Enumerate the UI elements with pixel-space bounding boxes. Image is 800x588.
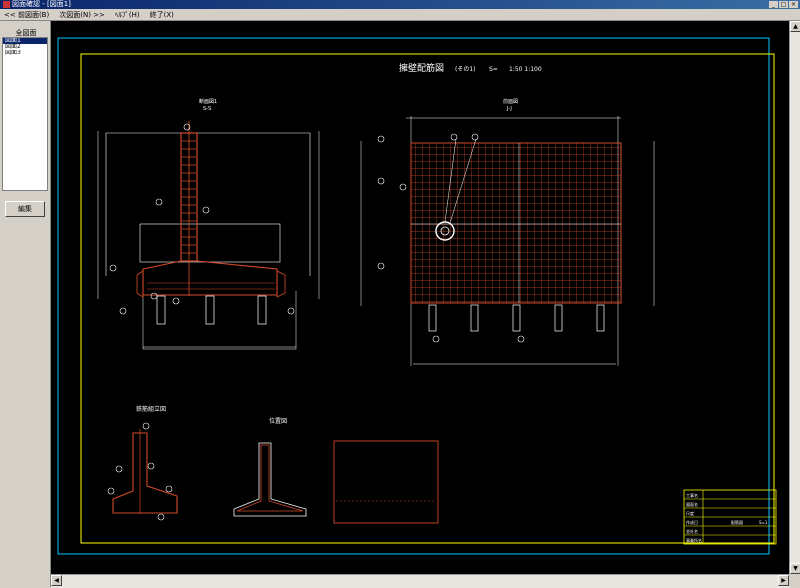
scroll-corner bbox=[789, 574, 800, 587]
tb-row: 会社名 bbox=[686, 528, 698, 534]
assembly-title: 鉄筋組立図 bbox=[136, 405, 166, 413]
list-item[interactable]: 図面1 bbox=[3, 38, 47, 44]
title-block: 工事名 図面名 尺度 作成日 会社名 事業所名 配筋図 S=1 bbox=[683, 489, 777, 545]
tb-row: 工事名 bbox=[686, 492, 698, 498]
section-view: 断面図1 S-S bbox=[97, 98, 320, 350]
list-item[interactable]: 図面2 bbox=[5, 44, 21, 50]
drawing-list[interactable]: 図面1 図面2 図面3 bbox=[2, 37, 48, 191]
menu-prev-drawing[interactable]: << 前図面(B) bbox=[4, 10, 50, 19]
drawing-list-panel: 全図面 図面1 図面2 図面3 編集 bbox=[0, 21, 51, 587]
title-bar: 図面確認 - [図面1] _ □ × bbox=[0, 0, 800, 9]
edit-button[interactable]: 編集 bbox=[5, 201, 45, 217]
tb-row: 事業所名 bbox=[686, 537, 702, 543]
assembly-view: 鉄筋組立図 bbox=[107, 405, 178, 521]
window-title: 図面確認 - [図面1] bbox=[12, 0, 71, 8]
section-label: 断面図1 bbox=[199, 98, 217, 105]
vertical-scrollbar[interactable]: ▲ ▼ bbox=[789, 21, 800, 574]
menu-next-drawing[interactable]: 次図面(N) >> bbox=[59, 10, 105, 19]
app-icon bbox=[3, 1, 10, 8]
menu-help[interactable]: ﾍﾙﾌﾟ(H) bbox=[114, 10, 140, 19]
position-view: 位置図 bbox=[233, 417, 439, 524]
scroll-right-icon[interactable]: ▶ bbox=[778, 575, 789, 586]
drawing-title: 擁壁配筋図 bbox=[399, 62, 444, 74]
minimize-button[interactable]: _ bbox=[769, 1, 778, 8]
scroll-up-icon[interactable]: ▲ bbox=[790, 21, 800, 32]
front-id: J-J bbox=[506, 106, 512, 112]
section-id: S-S bbox=[203, 106, 211, 112]
scale-label: S= bbox=[489, 66, 498, 73]
maximize-button[interactable]: □ bbox=[779, 1, 788, 8]
menu-exit[interactable]: 終了(X) bbox=[149, 10, 174, 19]
close-button[interactable]: × bbox=[789, 1, 798, 8]
tb-row: 図面名 bbox=[686, 501, 698, 507]
scroll-down-icon[interactable]: ▼ bbox=[790, 563, 800, 574]
position-title: 位置図 bbox=[269, 417, 287, 425]
list-item[interactable]: 図面3 bbox=[5, 50, 21, 56]
horizontal-scrollbar[interactable]: ◀ ▶ bbox=[51, 574, 789, 588]
scale-value: 1:50 1:100 bbox=[509, 66, 542, 73]
menu-bar: << 前図面(B) 次図面(N) >> ﾍﾙﾌﾟ(H) 終了(X) bbox=[0, 9, 800, 21]
tb-note: S=1 bbox=[759, 520, 768, 525]
tb-value: 配筋図 bbox=[731, 519, 743, 525]
inner-frame bbox=[80, 53, 775, 544]
drawing-subtitle: (その1) bbox=[455, 66, 476, 73]
outer-frame bbox=[57, 37, 770, 555]
tb-row: 作成日 bbox=[686, 519, 698, 525]
front-label: 前面図 bbox=[503, 98, 518, 105]
tb-row: 尺度 bbox=[686, 510, 694, 516]
scroll-left-icon[interactable]: ◀ bbox=[51, 575, 62, 586]
drawing-canvas[interactable]: 擁壁配筋図 (その1) S= 1:50 1:100 断面図1 S-S bbox=[51, 21, 789, 574]
panel-title: 全図面 bbox=[15, 29, 37, 37]
front-view: 前面図 J-J bbox=[360, 98, 655, 366]
